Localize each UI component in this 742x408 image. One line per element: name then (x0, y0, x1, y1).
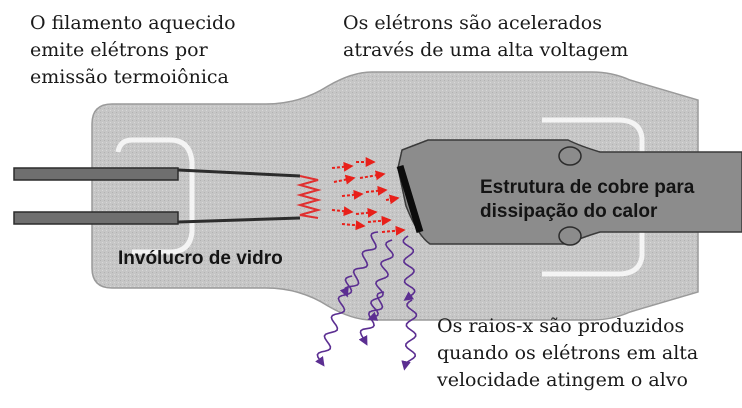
target-plate (396, 164, 424, 234)
glass-inner-outline (115, 137, 195, 255)
label-line: Estrutura de cobre para (480, 177, 695, 198)
electron-arrow (359, 170, 386, 181)
caption-line: quando os elétrons em alta (437, 342, 699, 364)
xray-wave (401, 299, 418, 371)
caption-line: emissão termoiônica (30, 66, 229, 88)
anode-collar-bottom (558, 226, 582, 246)
electron-arrow (341, 189, 364, 200)
electron-arrows (331, 157, 406, 236)
electron-arrow (367, 215, 392, 226)
xray-wave (402, 235, 416, 301)
xray-wave (358, 291, 385, 346)
caption-line: Os raios-x são produzidos (437, 315, 685, 337)
caption-filament: O filamento aquecido emite elétrons por … (30, 10, 236, 91)
caption-line: através de uma alta voltagem (343, 39, 629, 61)
electron-arrow (331, 206, 354, 217)
caption-line: Os elétrons são acelerados (343, 12, 602, 34)
caption-electrons: Os elétrons são acelerados através de um… (343, 10, 628, 64)
caption-line: O filamento aquecido (30, 12, 236, 34)
xray-wave (339, 231, 379, 298)
label-glass-envelope: Invólucro de vidro (118, 248, 283, 269)
glass-inner-outline-right (542, 117, 645, 277)
electron-arrow (381, 225, 406, 236)
electron-arrow (365, 185, 388, 196)
xray-wave (367, 239, 394, 321)
anode-copper-structure (396, 139, 742, 246)
anode-collar-top (558, 146, 582, 166)
label-line: dissipação do calor (480, 201, 658, 222)
electron-arrow (331, 161, 354, 172)
electron-arrow (333, 174, 356, 185)
label-copper-structure: Estrutura de cobre para dissipação do ca… (480, 176, 694, 224)
electron-arrow (385, 194, 400, 205)
xray-waves (315, 231, 418, 371)
caption-xrays: Os raios-x são produzidos quando os elét… (437, 313, 698, 394)
xray-wave (315, 275, 353, 367)
filament (296, 175, 322, 219)
electron-arrow (341, 220, 366, 231)
caption-line: emite elétrons por (30, 39, 208, 61)
caption-line: velocidade atingem o alvo (437, 369, 688, 391)
cathode-leads (13, 167, 301, 225)
electron-arrow (355, 207, 378, 218)
